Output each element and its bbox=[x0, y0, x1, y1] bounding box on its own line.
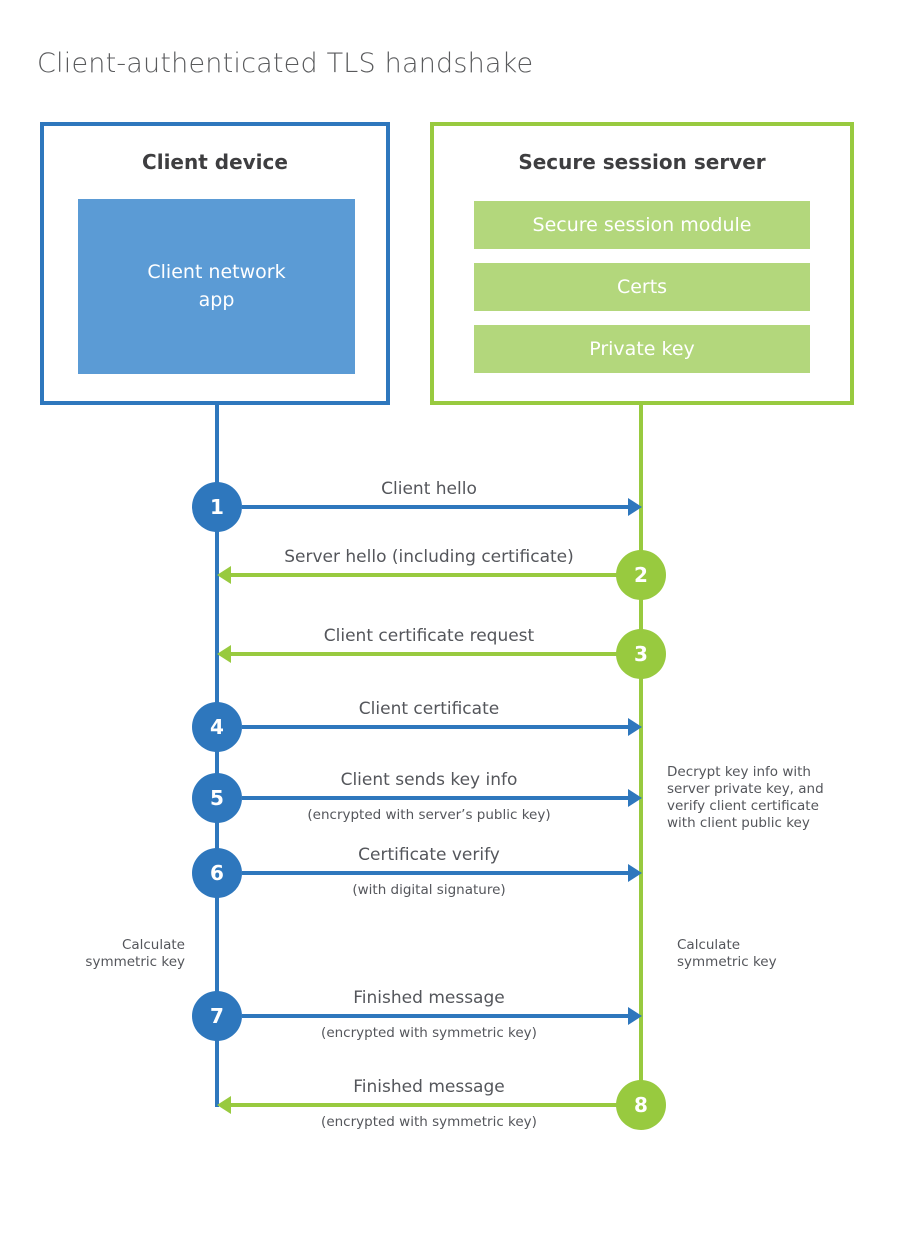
step-5-label: Client sends key info bbox=[340, 770, 518, 790]
secure-session-server-box: Secure session server Secure session mod… bbox=[430, 122, 854, 405]
step-1-arrowhead-icon bbox=[628, 498, 642, 516]
step-2-arrow-line bbox=[231, 573, 617, 577]
step-1-arrow-line bbox=[242, 505, 628, 509]
step-8-circle: 8 bbox=[616, 1080, 666, 1130]
client-device-box: Client device Client network app bbox=[40, 122, 390, 405]
step-8-arrow-line bbox=[231, 1103, 617, 1107]
step-8-sublabel: (encrypted with symmetric key) bbox=[321, 1114, 537, 1130]
secure-session-server-title: Secure session server bbox=[518, 150, 766, 174]
calculate-symmetric-key-note-server: Calculate symmetric key bbox=[677, 937, 777, 970]
calculate-symmetric-key-note-client: Calculate symmetric key bbox=[85, 937, 185, 970]
step-7-sublabel: (encrypted with symmetric key) bbox=[321, 1025, 537, 1041]
step-7-label: Finished message bbox=[353, 988, 505, 1008]
page-title: Client-authenticated TLS handshake bbox=[37, 48, 534, 80]
step-8-label: Finished message bbox=[353, 1077, 505, 1097]
step-5-arrowhead-icon bbox=[628, 789, 642, 807]
step-6-label: Certificate verify bbox=[358, 845, 500, 865]
step-7-arrow-line bbox=[242, 1014, 628, 1018]
step-3-arrow-line bbox=[231, 652, 617, 656]
server-module-secure-session-module: Secure session module bbox=[474, 201, 810, 249]
step-4-label: Client certificate bbox=[358, 699, 500, 719]
step-2-circle: 2 bbox=[616, 550, 666, 600]
step-3-circle: 3 bbox=[616, 629, 666, 679]
step-3-label: Client certificate request bbox=[323, 626, 535, 646]
step-6-arrowhead-icon bbox=[628, 864, 642, 882]
step-1-circle: 1 bbox=[192, 482, 242, 532]
step-2-arrowhead-icon bbox=[217, 566, 231, 584]
step-3-arrowhead-icon bbox=[217, 645, 231, 663]
step-6-arrow-line bbox=[242, 871, 628, 875]
server-module-certs: Certs bbox=[474, 263, 810, 311]
step-4-arrowhead-icon bbox=[628, 718, 642, 736]
client-network-app-box: Client network app bbox=[78, 199, 355, 374]
step-5-circle: 5 bbox=[192, 773, 242, 823]
step-1-label: Client hello bbox=[381, 479, 477, 499]
server-module-private-key: Private key bbox=[474, 325, 810, 373]
step-6-circle: 6 bbox=[192, 848, 242, 898]
server-lifeline bbox=[639, 404, 643, 1107]
decrypt-key-info-note: Decrypt key info with server private key… bbox=[667, 764, 824, 831]
step-4-circle: 4 bbox=[192, 702, 242, 752]
client-device-title: Client device bbox=[142, 150, 288, 174]
step-7-circle: 7 bbox=[192, 991, 242, 1041]
step-2-label: Server hello (including certificate) bbox=[284, 547, 574, 567]
step-6-sublabel: (with digital signature) bbox=[352, 882, 506, 898]
step-8-arrowhead-icon bbox=[217, 1096, 231, 1114]
step-5-arrow-line bbox=[242, 796, 628, 800]
step-4-arrow-line bbox=[242, 725, 628, 729]
step-7-arrowhead-icon bbox=[628, 1007, 642, 1025]
client-lifeline bbox=[215, 404, 219, 1107]
step-5-sublabel: (encrypted with server’s public key) bbox=[307, 807, 551, 823]
